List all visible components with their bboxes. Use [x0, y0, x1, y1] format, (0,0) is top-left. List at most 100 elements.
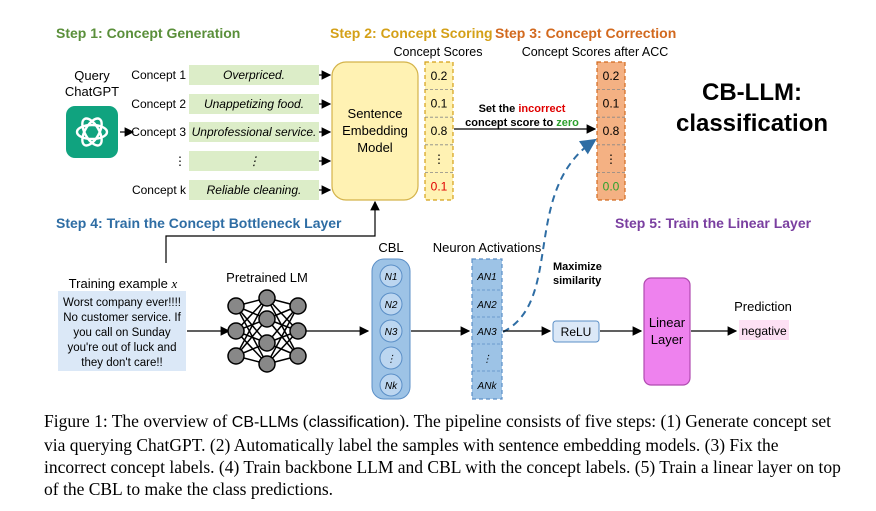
- score-value: 0.1: [431, 97, 448, 111]
- concept-text: Reliable cleaning.: [207, 183, 302, 197]
- concept-text-box: [189, 151, 319, 171]
- concept-text: Overpriced.: [223, 68, 285, 82]
- maximize-similarity-arrow: [502, 138, 597, 333]
- nn-node: [227, 322, 245, 340]
- score-value: 0.1: [603, 97, 620, 111]
- linear-layer-box: [643, 277, 691, 386]
- nn-node: [258, 310, 276, 328]
- cbllm-title-line1: CB-LLM:: [702, 79, 802, 106]
- cbl-node-label: N1: [385, 272, 398, 283]
- step5-title: Step 5: Train the Linear Layer: [615, 215, 812, 231]
- set-incorrect-line1: Set the incorrect: [479, 103, 566, 115]
- activation-label: AN1: [476, 272, 496, 283]
- maximize-line2: similarity: [553, 275, 602, 287]
- step4-title: Step 4: Train the Concept Bottleneck Lay…: [56, 215, 342, 231]
- score-value: ⋮: [605, 152, 617, 166]
- linear-layer-line1: Linear: [649, 315, 686, 330]
- cbl-label: CBL: [378, 240, 403, 255]
- cbl-node: [379, 292, 403, 316]
- relu-box: [552, 320, 600, 343]
- nn-node: [289, 347, 307, 365]
- step3-title: Step 3: Concept Correction: [495, 25, 676, 41]
- nn-node: [258, 289, 276, 307]
- prediction-title: Prediction: [734, 299, 792, 314]
- acc-scores-title: Concept Scores after ACC: [522, 45, 669, 59]
- nn-node: [227, 347, 245, 365]
- training-example-label: Training example x: [69, 276, 178, 291]
- linear-layer-line2: Layer: [651, 332, 684, 347]
- score-value: 0.8: [603, 124, 620, 138]
- nn-edge: [235, 305, 268, 365]
- acc-score-cells: 0.2 0.1 0.8 ⋮ 0.0: [597, 69, 625, 193]
- activation-label: AN2: [476, 300, 497, 311]
- concept-label: Concept 3: [131, 125, 186, 139]
- figure-caption: Figure 1: The overview of CB-LLMs (class…: [44, 411, 841, 499]
- nn-node: [227, 297, 245, 315]
- step1-title: Step 1: Concept Generation: [56, 25, 240, 41]
- nn-node: [258, 334, 276, 352]
- concept-label: Concept 2: [131, 97, 186, 111]
- training-text-line: they don't care!!: [81, 357, 162, 369]
- training-text-line: Worst company ever!!!!: [63, 297, 181, 309]
- concept-scores-column: [424, 61, 454, 201]
- activations-column: [471, 258, 503, 400]
- prediction-value: negative: [741, 324, 787, 338]
- training-example-text: Worst company ever!!!! No customer servic…: [63, 297, 182, 369]
- relu-label: ReLU: [561, 325, 592, 339]
- training-text-line: you call on Sunday: [73, 327, 170, 339]
- concept-text-box: [189, 65, 319, 85]
- sentence-model-line1: Sentence: [348, 106, 403, 121]
- neuron-activations-title: Neuron Activations: [433, 240, 542, 255]
- nn-edge: [266, 297, 299, 357]
- concept-text-box: [189, 122, 319, 142]
- nn-edge: [235, 297, 268, 357]
- concept-label: ⋮: [174, 154, 186, 168]
- training-example-box: [58, 291, 186, 371]
- nn-node: [289, 322, 307, 340]
- activation-label: ANk: [477, 381, 498, 392]
- set-incorrect-line2: concept score to zero: [465, 117, 579, 129]
- cbl-node-label: ⋮: [386, 354, 396, 365]
- activation-label: ⋮: [482, 354, 492, 365]
- concept-text-box: [189, 180, 319, 200]
- chatgpt-icon: [66, 106, 118, 158]
- step4-feedback-line: [165, 200, 380, 263]
- chatgpt-label: ChatGPT: [65, 84, 119, 99]
- concept-list: Concept 1 Overpriced. Concept 2 Unappetizin…: [131, 65, 332, 200]
- concept-label: Concept 1: [131, 68, 186, 82]
- score-value: 0.8: [431, 124, 448, 138]
- sentence-embedding-model: [331, 61, 419, 201]
- training-text-line: you're out of luck and: [68, 342, 177, 354]
- nn-node: [289, 297, 307, 315]
- score-value: ⋮: [433, 152, 445, 166]
- training-text-line: No customer service. If: [63, 312, 181, 324]
- concept-text: Unappetizing food.: [204, 97, 304, 111]
- nn-node: [258, 355, 276, 373]
- score-value: 0.1: [431, 179, 448, 193]
- neural-network-icon: [227, 289, 307, 373]
- prediction-box: [739, 320, 789, 340]
- score-value: 0.0: [603, 179, 620, 193]
- maximize-line1: Maximize: [553, 261, 602, 273]
- cbl-node-label: N3: [385, 327, 398, 338]
- nn-edge: [266, 305, 299, 365]
- score-cells: 0.2 0.1 0.8 ⋮ 0.1: [425, 69, 453, 193]
- concept-text: ⋮: [248, 154, 260, 168]
- step2-title: Step 2: Concept Scoring: [330, 25, 493, 41]
- cbl-node-label: Nk: [385, 381, 398, 392]
- acc-scores-column: [596, 61, 626, 201]
- cbllm-title-line2: classification: [676, 110, 828, 137]
- concept-label: Concept k: [132, 183, 187, 197]
- sentence-model-line3: Model: [357, 140, 393, 155]
- score-value: 0.2: [603, 69, 620, 83]
- pretrained-lm-label: Pretrained LM: [226, 270, 308, 285]
- cbl-node-label: N2: [385, 300, 398, 311]
- query-label: Query: [74, 68, 110, 83]
- cbl-node: [379, 373, 403, 397]
- score-value: 0.2: [431, 69, 448, 83]
- cbl-node: [379, 264, 403, 288]
- cbl-node: [379, 319, 403, 343]
- activation-label: AN3: [476, 327, 497, 338]
